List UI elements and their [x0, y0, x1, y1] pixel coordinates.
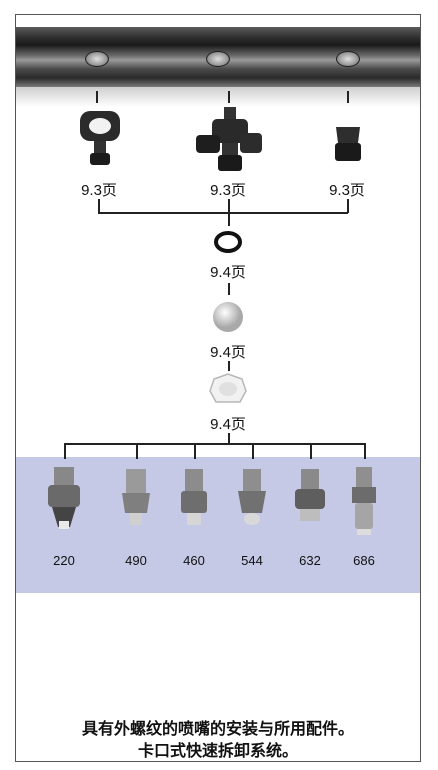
page-ref-label: 9.3页 [210, 182, 246, 199]
caption-line-1: 具有外螺纹的喷嘴的安装与所用配件。 [81, 721, 354, 738]
connector-line [228, 212, 230, 226]
nozzle-code-label: 686 [353, 553, 375, 568]
connector-line [228, 433, 230, 443]
pipe-shadow [16, 87, 420, 107]
nozzle-band [16, 457, 420, 593]
adapter-image [209, 373, 247, 403]
connector-line [228, 91, 230, 103]
connector-line [96, 91, 98, 103]
nozzle-686-image [352, 467, 376, 535]
nozzle-220-image [48, 467, 80, 529]
connector-line [64, 443, 364, 445]
page-ref-label: 9.3页 [329, 182, 365, 199]
connector-line [347, 199, 349, 213]
tee-fitting-image [196, 107, 262, 171]
strainer-image [213, 302, 243, 332]
connector-line [136, 443, 138, 459]
nozzle-544-image [238, 469, 266, 525]
nozzle-code-label: 544 [241, 553, 263, 568]
page-ref-label: 9.4页 [210, 416, 246, 433]
pipe-port-3 [336, 51, 360, 67]
connector-line [310, 443, 312, 459]
diagram-frame: 9.3页 9.3页 9.3页 9.4页 9.4页 9.4页 [15, 14, 421, 762]
pipe-port-1 [85, 51, 109, 67]
nozzle-460-image [181, 469, 207, 525]
connector-line [252, 443, 254, 459]
connector-line [228, 283, 230, 295]
o-ring-image [214, 231, 242, 253]
nozzle-code-label: 632 [299, 553, 321, 568]
connector-line [228, 361, 230, 371]
connector-line [64, 443, 66, 459]
connector-line [194, 443, 196, 459]
connector-line [98, 212, 348, 214]
page-ref-label: 9.4页 [210, 344, 246, 361]
nozzle-code-label: 220 [53, 553, 75, 568]
nozzle-632-image [295, 469, 325, 521]
nozzle-490-image [122, 469, 150, 525]
caption-line-2: 卡口式快速拆卸系统。 [137, 743, 298, 760]
page-ref-label: 9.4页 [210, 264, 246, 281]
connector-line [228, 199, 230, 213]
clamp-fitting-image [80, 111, 120, 165]
nozzle-code-label: 490 [125, 553, 147, 568]
nozzle-code-label: 460 [183, 553, 205, 568]
connector-line [98, 199, 100, 213]
body-fitting-image [335, 127, 361, 161]
connector-line [347, 91, 349, 103]
page-ref-label: 9.3页 [81, 182, 117, 199]
connector-line [364, 443, 366, 459]
pipe-port-2 [206, 51, 230, 67]
